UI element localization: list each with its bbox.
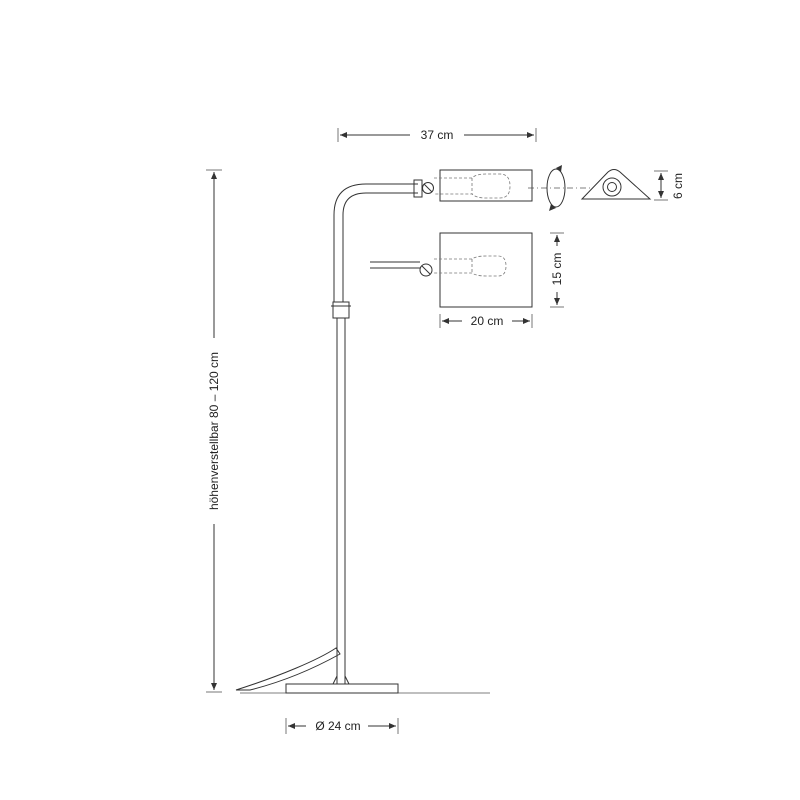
label-height-adjustable: höhenverstellbar 80 – 120 cm: [207, 352, 221, 510]
label-width-total: 37 cm: [421, 128, 454, 142]
lamp-head-side: [439, 169, 533, 202]
dimension-shade-width: 20 cm: [439, 314, 533, 328]
shade-joint-knob: [419, 263, 433, 277]
power-cable: [235, 647, 341, 691]
lamp-base: [285, 683, 399, 694]
dimension-width-total: 37 cm: [337, 128, 537, 142]
bulb-outline-shade: [434, 255, 507, 277]
floor-lamp: [235, 165, 652, 694]
dimension-shade-height: 15 cm: [550, 232, 564, 308]
dimension-base-diameter: Ø 24 cm: [285, 718, 399, 734]
shade-body: [439, 232, 533, 308]
lamp-shade-large: [370, 232, 533, 308]
bulb-outline-side: [434, 173, 511, 199]
rotate-icon: [546, 165, 566, 211]
label-head-height: 6 cm: [671, 173, 685, 199]
height-clamp: [332, 301, 350, 319]
label-shade-width: 20 cm: [471, 314, 504, 328]
lamp-arm: [333, 183, 418, 302]
lamp-head-front: [580, 169, 652, 200]
joint-knob: [422, 182, 434, 194]
dimension-head-height: 6 cm: [654, 170, 685, 201]
label-shade-height: 15 cm: [550, 253, 564, 286]
label-base-diameter: Ø 24 cm: [315, 719, 360, 733]
dimension-height-adjustable: höhenverstellbar 80 – 120 cm: [206, 169, 222, 693]
